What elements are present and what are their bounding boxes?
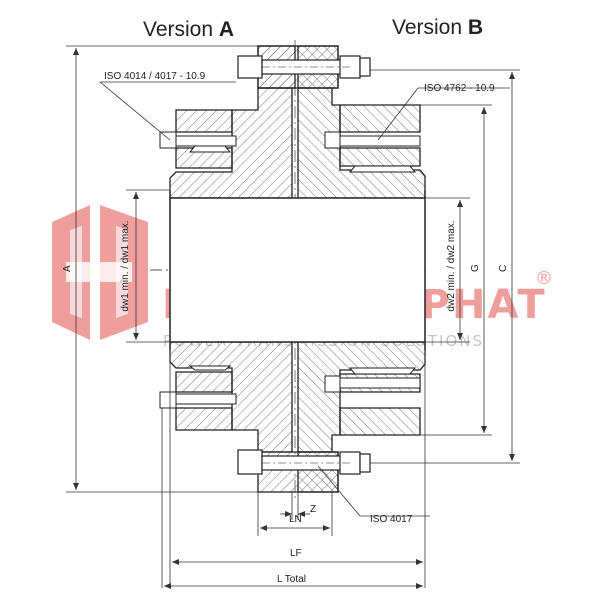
callout-iso-bottom: ISO 4017 — [370, 514, 413, 525]
bolt-top — [237, 55, 371, 79]
bolt-bottom — [237, 449, 371, 475]
dim-lf-label: LF — [290, 548, 302, 559]
dim-ln-label: LN — [289, 514, 302, 525]
dim-z-label: Z — [310, 504, 316, 515]
screw-a-lower — [159, 365, 237, 409]
coupling-section — [150, 40, 430, 500]
screw-a-upper — [159, 131, 237, 153]
dim-ltotal-label: L Total — [277, 574, 306, 585]
callout-iso-a: ISO 4014 / 4017 - 10.9 — [104, 71, 206, 82]
dim-dw1-label: dw1 min. / dw1 max. — [120, 220, 131, 311]
version-a-heading: Version A — [143, 18, 234, 41]
screw-b-lower — [324, 367, 421, 393]
callout-iso-b: ISO 4762 - 10.9 — [424, 83, 495, 94]
dim-a-label: A — [62, 265, 73, 272]
hub-a-upper — [169, 87, 293, 199]
screw-b-upper — [324, 131, 421, 173]
dim-c-label: C — [498, 265, 509, 272]
dim-g-label: G — [470, 264, 481, 272]
version-b-heading: Version B — [392, 16, 483, 39]
dim-dw2-label: dw2 min. / dw2 max. — [446, 220, 457, 311]
shaft-bore — [169, 197, 426, 343]
watermark-registered: ® — [535, 268, 553, 289]
